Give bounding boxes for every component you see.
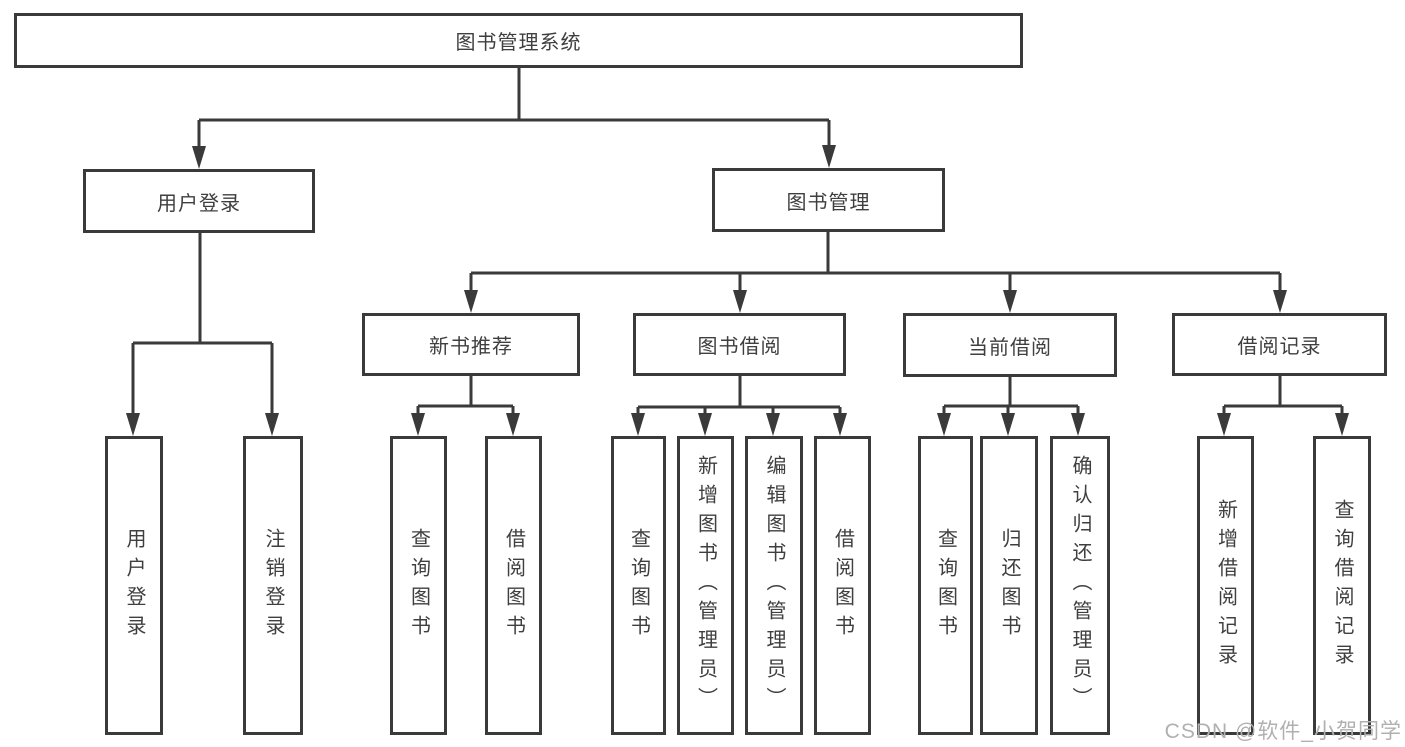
connector-paths bbox=[131, 68, 1344, 418]
node-borrow-record: 借阅记录 bbox=[1172, 313, 1387, 376]
watermark: CSDN @软件_小贺同学 bbox=[1164, 720, 1402, 743]
node-book-borrow: 图书借阅 bbox=[633, 313, 846, 376]
leaf-confirm-return-admin: 确认归还（管理员） bbox=[1050, 436, 1110, 735]
node-user-login: 用户登录 bbox=[83, 169, 315, 233]
leaf-borrow-book: 借阅图书 bbox=[814, 436, 871, 735]
leaf-edit-book-admin: 编辑图书（管理员） bbox=[745, 436, 803, 735]
leaf-query-book-recommend: 查询图书 bbox=[390, 436, 447, 735]
node-root: 图书管理系统 bbox=[14, 13, 1023, 68]
leaf-return-book: 归还图书 bbox=[980, 436, 1038, 735]
node-book-mgmt: 图书管理 bbox=[712, 168, 945, 232]
arrowheads bbox=[126, 145, 1349, 436]
node-current-borrow: 当前借阅 bbox=[903, 313, 1117, 377]
leaf-query-borrow-record: 查询借阅记录 bbox=[1313, 436, 1371, 735]
leaf-add-borrow-record: 新增借阅记录 bbox=[1197, 436, 1254, 735]
leaf-add-book-admin: 新增图书（管理员） bbox=[677, 436, 734, 735]
leaf-user-login: 用户登录 bbox=[105, 436, 163, 735]
leaf-query-book-borrow: 查询图书 bbox=[611, 436, 666, 735]
leaf-query-book-current: 查询图书 bbox=[918, 436, 973, 735]
leaf-logout: 注销登录 bbox=[243, 436, 303, 735]
node-new-book-recommend: 新书推荐 bbox=[362, 313, 580, 376]
leaf-borrow-book-recommend: 借阅图书 bbox=[485, 436, 542, 735]
